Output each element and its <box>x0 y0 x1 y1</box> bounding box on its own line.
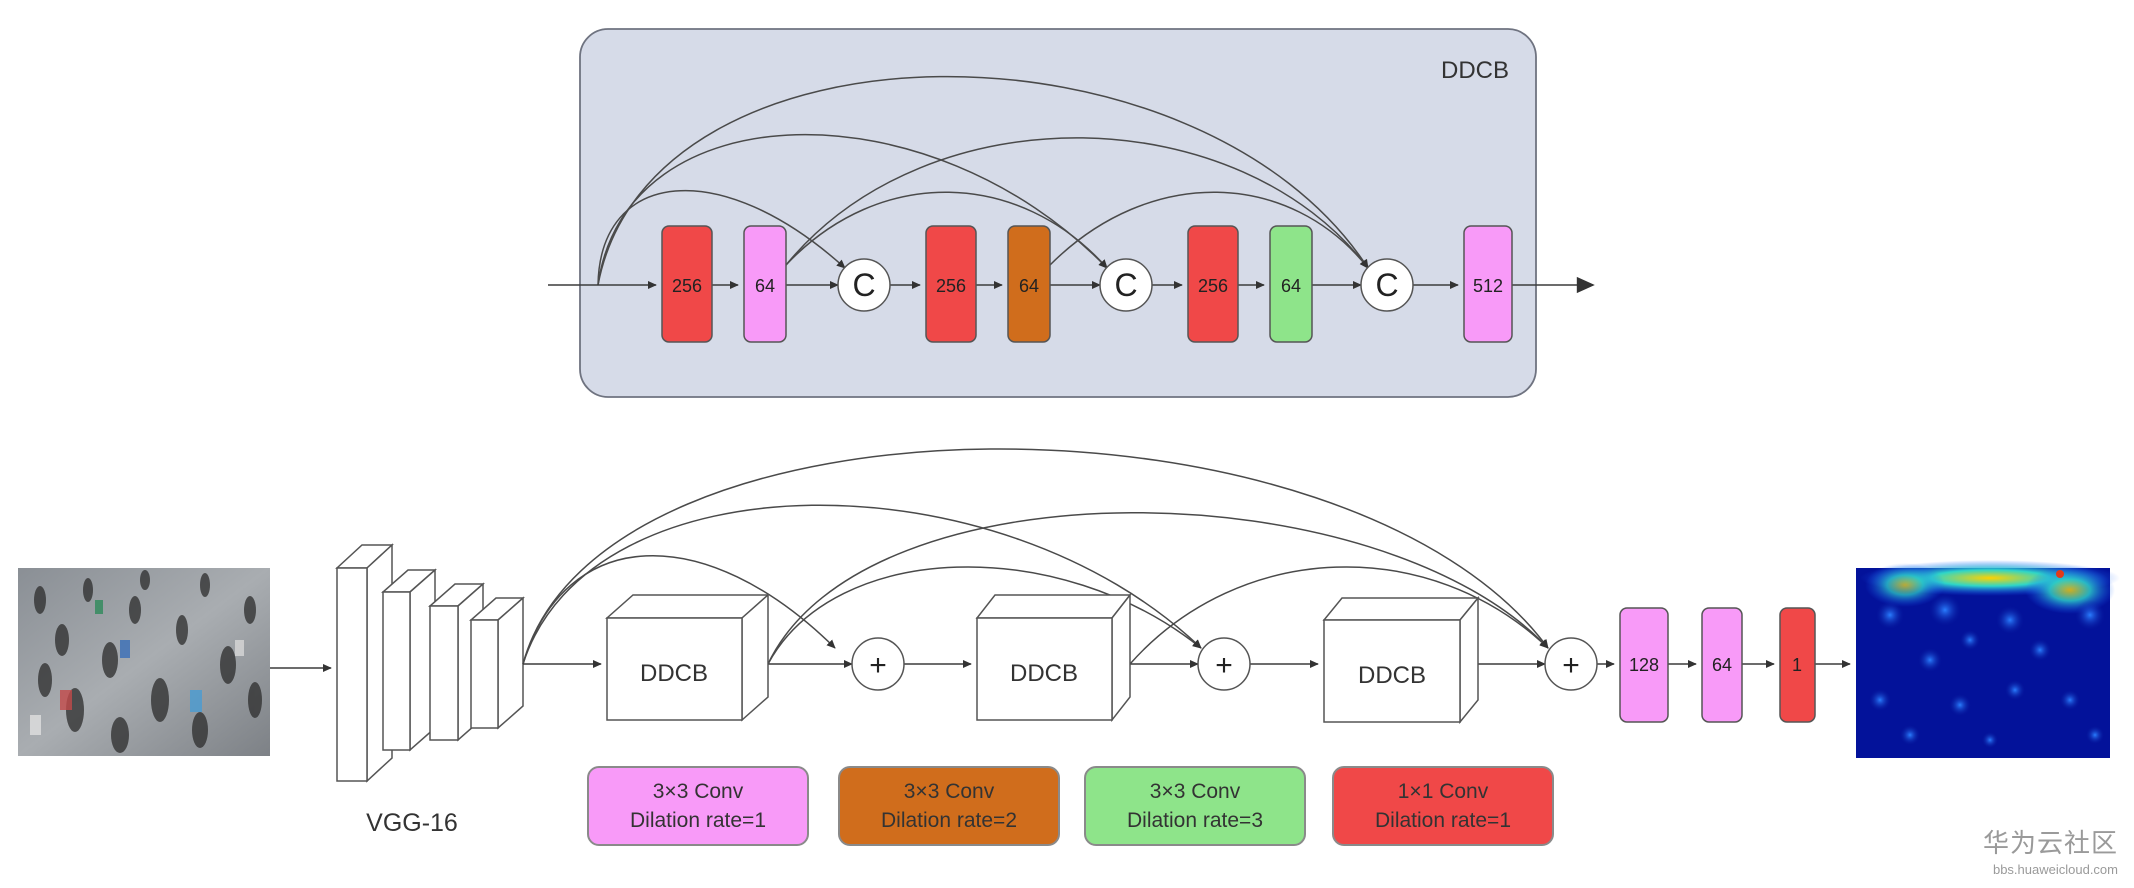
skip-arc <box>522 448 1549 665</box>
ddcb-panel-background <box>579 28 1537 398</box>
input-crowd-image <box>18 568 270 756</box>
legend-item: 3×3 Conv Dilation rate=2 <box>838 766 1060 846</box>
svg-text:64: 64 <box>1712 655 1732 675</box>
svg-text:512: 512 <box>1473 276 1503 296</box>
legend-item: 3×3 Conv Dilation rate=1 <box>587 766 809 846</box>
vgg16-label: VGG-16 <box>366 809 458 837</box>
ddcb-block: DDCB <box>1322 595 1480 725</box>
svg-text:C: C <box>1375 267 1398 303</box>
skip-arc <box>1129 566 1549 665</box>
svg-text:64: 64 <box>755 276 775 296</box>
skip-arc <box>597 75 1369 286</box>
skip-arc <box>785 191 1108 269</box>
ddcb-conv-block: 256 <box>661 225 713 343</box>
ddcb-conv-block: 64 <box>1269 225 1313 343</box>
svg-text:128: 128 <box>1629 655 1659 675</box>
svg-text:64: 64 <box>1019 276 1039 296</box>
skip-arc <box>767 566 1202 665</box>
svg-text:+: + <box>1215 649 1233 682</box>
ddcb-panel-title: DDCB <box>1441 57 1509 84</box>
ddcb-block: DDCB <box>605 593 770 722</box>
skip-arc <box>522 504 1202 665</box>
svg-text:256: 256 <box>1198 276 1228 296</box>
head-conv-block: 128 <box>1619 607 1669 723</box>
svg-text:DDCB: DDCB <box>1358 662 1426 689</box>
concat-node: C <box>1360 258 1414 312</box>
add-node: + <box>851 637 905 691</box>
legend-line2: Dilation rate=3 <box>1127 809 1263 832</box>
svg-text:C: C <box>852 267 875 303</box>
svg-text:+: + <box>869 649 887 682</box>
svg-text:C: C <box>1114 267 1137 303</box>
legend-item: 1×1 Conv Dilation rate=1 <box>1332 766 1554 846</box>
output-density-map <box>1856 560 2120 758</box>
legend-line2: Dilation rate=1 <box>1375 809 1511 832</box>
legend-line1: 3×3 Conv <box>903 780 995 803</box>
skip-arc <box>785 137 1369 269</box>
ddcb-conv-block: 256 <box>925 225 977 343</box>
skip-arc <box>767 512 1549 665</box>
svg-text:64: 64 <box>1281 276 1301 296</box>
legend-line1: 3×3 Conv <box>1149 780 1241 803</box>
skip-arc <box>597 189 846 286</box>
skip-arc <box>1049 191 1369 269</box>
head-conv-block: 64 <box>1701 607 1743 723</box>
concat-node: C <box>837 258 891 312</box>
density-blobs <box>1869 594 2105 748</box>
ddcb-conv-block: 512 <box>1463 225 1513 343</box>
ddcb-conv-block: 64 <box>743 225 787 343</box>
watermark-url: bbs.huaweicloud.com <box>1992 862 2118 877</box>
concat-node: C <box>1099 258 1153 312</box>
add-node: + <box>1197 637 1251 691</box>
legend-line1: 3×3 Conv <box>652 780 744 803</box>
ddcb-block: DDCB <box>975 592 1132 723</box>
legend-item: 3×3 Conv Dilation rate=3 <box>1084 766 1306 846</box>
legend-line2: Dilation rate=2 <box>881 809 1017 832</box>
svg-text:256: 256 <box>672 276 702 296</box>
watermark: 华为云社区 bbs.huaweicloud.com <box>1983 823 2118 877</box>
add-node: + <box>1544 637 1598 691</box>
svg-text:1: 1 <box>1792 655 1802 675</box>
main-network: VGG-16 DDCB DDCB <box>18 448 2120 837</box>
head-conv-block: 1 <box>1779 607 1816 723</box>
watermark-name: 华为云社区 <box>1982 829 2118 859</box>
ddcb-detail-panel: DDCB 256 64 C <box>548 28 1595 398</box>
legend-line2: Dilation rate=1 <box>630 809 766 832</box>
ddcb-conv-block: 64 <box>1007 225 1051 343</box>
svg-text:256: 256 <box>936 276 966 296</box>
legend-line1: 1×1 Conv <box>1397 780 1489 803</box>
svg-text:DDCB: DDCB <box>640 660 708 687</box>
svg-text:DDCB: DDCB <box>1010 660 1078 687</box>
ddcb-conv-block: 256 <box>1187 225 1239 343</box>
svg-text:+: + <box>1562 649 1580 682</box>
vgg16-backbone <box>335 543 525 783</box>
